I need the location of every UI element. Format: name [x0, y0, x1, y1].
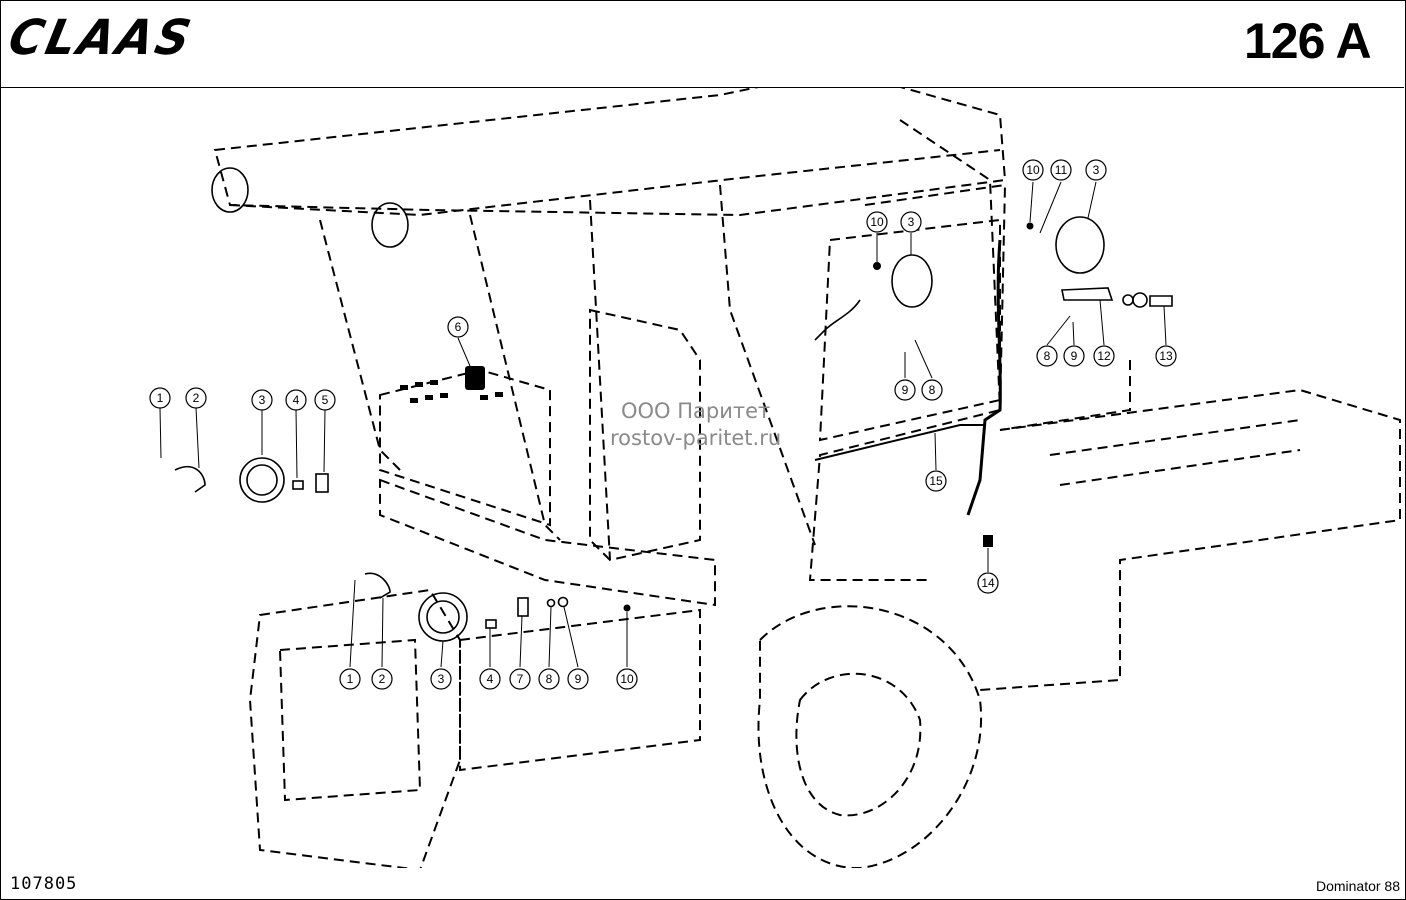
callout-c-mid-10: 10: [870, 215, 884, 229]
lamp-wire-left-bottom: [364, 572, 391, 599]
cab-center-pillar: [589, 199, 611, 561]
watermark-company: ООО Паритет: [620, 399, 771, 423]
roof-lamp-right: [371, 202, 409, 248]
lamp-wire-middle: [814, 299, 861, 341]
bracket-left-bottom: [517, 597, 529, 617]
nut-10-mid: [873, 262, 881, 270]
callout-c-low-3: 3: [438, 672, 445, 686]
watermark: ООО Паритет rostov-paritet.ru: [610, 398, 781, 453]
cab-right-pillar: [719, 184, 816, 546]
roof-lamp-left: [211, 167, 249, 213]
callout-c-low-4: 4: [487, 672, 494, 686]
model-label: Dominator 88: [1315, 878, 1400, 894]
callout-c-low-8: 8: [546, 672, 553, 686]
callout-c-left-2: 2: [193, 391, 200, 405]
fuse-holder-14: [983, 535, 993, 547]
page-code: 126 A: [1244, 13, 1372, 69]
lamp-bracket-right: [1061, 287, 1114, 301]
cab-roof-outline: [213, 88, 1007, 217]
exploded-view-drawing: [174, 88, 1401, 868]
bracket-left-top: [315, 473, 329, 493]
callout-c-right-13: 13: [1159, 349, 1173, 363]
cab-roof-front-edge: [229, 149, 1001, 217]
callout-c-right-12: 12: [1097, 349, 1111, 363]
callout-c-right-10: 10: [1026, 163, 1040, 177]
callout-c-mid-9: 9: [902, 383, 909, 397]
callout-c-low-10: 10: [620, 672, 634, 686]
lamp-wire-left-top: [174, 465, 206, 493]
nut-left-bottom: [557, 596, 569, 608]
callout-c-right-11: 11: [1055, 163, 1068, 177]
callout-c-mid-3: 3: [908, 215, 915, 229]
callout-c-bolt-14: 14: [981, 576, 995, 590]
callout-c-left-3: 3: [259, 393, 266, 407]
cab-side-panel: [808, 183, 1007, 581]
callout-c-left-5: 5: [322, 393, 329, 407]
bracket-leader-1: [999, 360, 1131, 431]
cab-left-pillar: [319, 219, 401, 471]
callout-c-right-8: 8: [1044, 349, 1051, 363]
callout-c-right-3: 3: [1093, 163, 1100, 177]
callout-c-harness-15: 15: [929, 474, 943, 488]
cab-rear-post: [899, 119, 1001, 411]
work-lamp-left-top: [239, 457, 285, 503]
nut-10-right: [1026, 222, 1034, 230]
spacer-left-top: [292, 480, 304, 490]
header-divider: [0, 87, 1404, 88]
work-lamp-middle: [891, 254, 933, 308]
console-box: [379, 368, 551, 527]
callout-c-right-9: 9: [1071, 349, 1078, 363]
callout-c-left-1: 1: [157, 391, 164, 405]
callout-c-left-4: 4: [293, 393, 300, 407]
spacer-left-bottom: [485, 619, 497, 629]
door-frame: [589, 308, 701, 562]
callout-c-low-2: 2: [379, 672, 386, 686]
work-lamp-right: [1055, 216, 1105, 274]
switch-body: [465, 366, 485, 390]
grille-frame: [278, 638, 422, 802]
front-panel: [459, 608, 701, 772]
harness-lower-run: [814, 424, 985, 461]
nut-right: [1132, 292, 1148, 308]
wiring-harness: [966, 239, 1002, 516]
exhaust-tube: [1049, 419, 1301, 486]
cab-side-window: [818, 218, 1001, 442]
watermark-url: rostov-paritet.ru: [610, 426, 782, 451]
callout-c-low-9: 9: [575, 672, 582, 686]
front-hood: [248, 588, 461, 868]
callout-c-low-1: 1: [347, 672, 354, 686]
cab-lower-body: [379, 478, 716, 607]
nut-10-low: [623, 604, 631, 612]
drawing-number: 107805: [10, 874, 78, 894]
callout-c-center-6: 6: [455, 320, 462, 334]
callout-c-low-7: 7: [517, 672, 524, 686]
washer-left-bottom: [546, 598, 556, 608]
front-wheel-hub: [795, 672, 922, 817]
bolt-right: [1149, 295, 1173, 307]
callout-c-mid-8: 8: [929, 383, 936, 397]
